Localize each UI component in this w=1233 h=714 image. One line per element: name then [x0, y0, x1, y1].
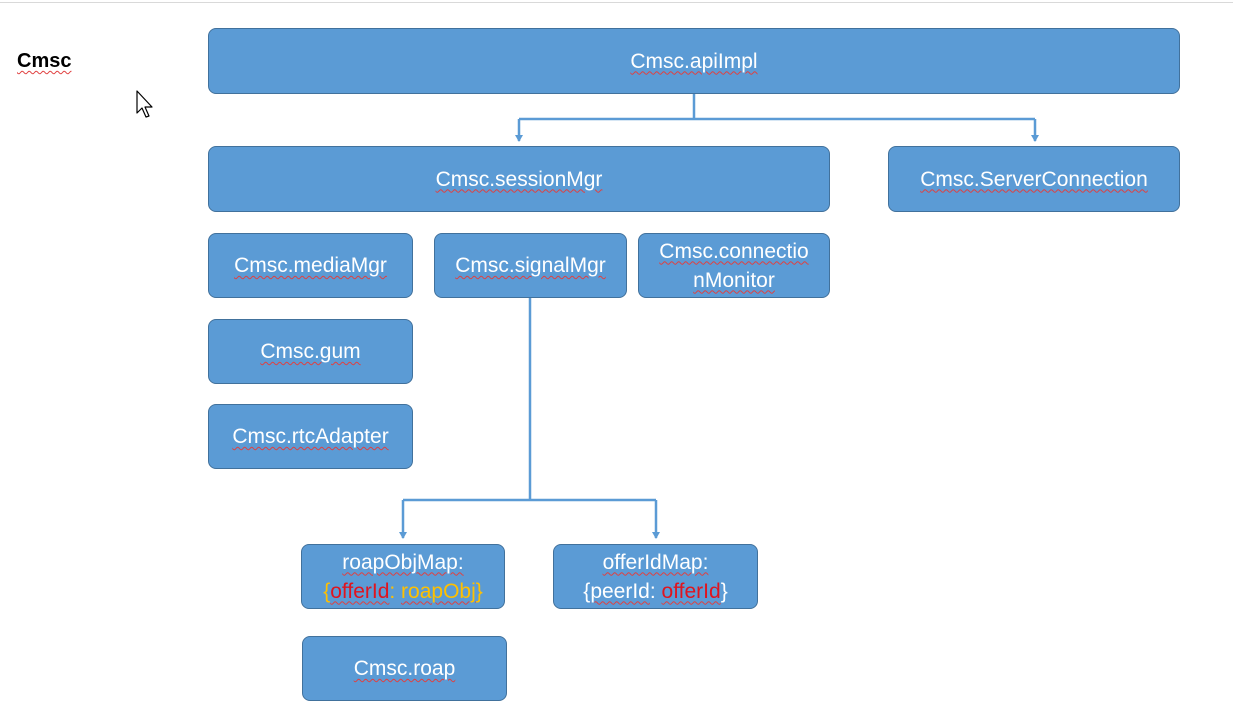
roapobjmap-close-brace: } [475, 579, 483, 603]
node-roapobjmap-line2: {offerId: roapObj} [323, 577, 483, 606]
page-title: Cmsc [17, 50, 72, 72]
node-offeridmap-line2: {peerId: offerId} [583, 577, 727, 606]
node-apiimpl-label: Cmsc.apiImpl [630, 49, 758, 73]
node-signalmgr-label: Cmsc.signalMgr [455, 254, 606, 277]
mouse-pointer-icon [136, 90, 153, 118]
node-offeridmap: offerIdMap: {peerId: offerId} [553, 544, 758, 609]
node-roap: Cmsc.roap [302, 636, 507, 701]
roapobjmap-open-brace: { [323, 579, 331, 603]
node-serverconnection-label: Cmsc.ServerConnection [920, 167, 1148, 191]
offeridmap-open-brace: { [583, 579, 591, 603]
node-rtcadapter-label: Cmsc.rtcAdapter [232, 425, 389, 448]
roapobjmap-value: roapObj [401, 579, 476, 603]
offeridmap-close-brace: } [720, 579, 728, 603]
node-serverconnection: Cmsc.ServerConnection [888, 146, 1180, 212]
node-offeridmap-line1: offerIdMap: [602, 550, 709, 574]
node-connectionmonitor: Cmsc.connectio nMonitor [638, 233, 830, 298]
node-roap-label: Cmsc.roap [353, 657, 456, 680]
offeridmap-value: offerId [661, 579, 721, 603]
node-mediamgr-label: Cmsc.mediaMgr [234, 254, 387, 277]
top-divider [0, 2, 1233, 3]
node-connectionmonitor-line2: nMonitor [693, 268, 775, 292]
node-roapobjmap: roapObjMap: {offerId: roapObj} [301, 544, 505, 609]
node-gum: Cmsc.gum [208, 319, 413, 384]
node-gum-label: Cmsc.gum [260, 340, 361, 363]
node-signalmgr: Cmsc.signalMgr [434, 233, 627, 298]
node-sessionmgr-label: Cmsc.sessionMgr [435, 167, 603, 191]
node-roapobjmap-line1: roapObjMap: [342, 550, 464, 574]
roapobjmap-separator: : [389, 579, 402, 603]
node-rtcadapter: Cmsc.rtcAdapter [208, 404, 413, 469]
node-sessionmgr: Cmsc.sessionMgr [208, 146, 830, 212]
offeridmap-separator: : [649, 579, 662, 603]
node-mediamgr: Cmsc.mediaMgr [208, 233, 413, 298]
roapobjmap-key: offerId [330, 579, 390, 603]
offeridmap-key: peerId [590, 579, 650, 603]
node-connectionmonitor-line1: Cmsc.connectio [659, 239, 809, 263]
node-apiimpl: Cmsc.apiImpl [208, 28, 1180, 94]
